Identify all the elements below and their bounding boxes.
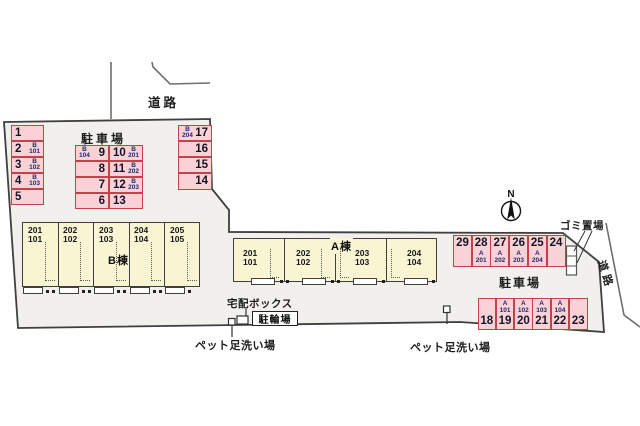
building-a-name: A棟	[330, 238, 353, 254]
entry-mark	[188, 289, 192, 293]
entry-mark	[286, 280, 289, 283]
stairs-dotted	[391, 249, 400, 278]
entrance-rect	[353, 277, 377, 285]
stairs-dotted	[44, 242, 55, 281]
entry-mark	[81, 289, 85, 293]
parking-space-7: 7	[75, 177, 109, 193]
parking-left-label: 駐車場	[81, 132, 127, 146]
pet-wash-marker-1	[227, 317, 236, 337]
building-b-divider	[128, 222, 130, 287]
entrance-rect	[94, 286, 115, 294]
entry-mark	[331, 280, 334, 283]
entry-mark	[432, 280, 435, 283]
entry-mark	[117, 289, 121, 293]
road-line-right	[605, 222, 640, 328]
entry-mark	[382, 280, 385, 283]
building-b-divider	[93, 222, 95, 287]
parking-space-14: 14	[178, 173, 212, 190]
entrance-rect	[58, 286, 79, 294]
pet-wash-label-1: ペット足洗い場	[195, 340, 276, 352]
building-b	[22, 222, 200, 287]
stairs-dotted	[187, 242, 197, 281]
stairs-dotted	[321, 249, 330, 278]
parking-space-16: 16	[178, 141, 212, 157]
building-a-divider	[284, 238, 285, 282]
parking-space-1: 1	[11, 125, 44, 141]
building-b-divider	[57, 222, 59, 287]
entrance-rect	[251, 277, 275, 285]
building-a-divider	[335, 238, 336, 282]
trash-enclosure-icon	[565, 230, 593, 276]
entrance-rect	[165, 286, 186, 294]
stairs-dotted	[270, 249, 279, 278]
entry-mark	[52, 289, 55, 293]
trash-area-label: ゴミ置場	[560, 220, 604, 232]
stairs-dotted	[151, 242, 162, 281]
entrance-rect	[23, 286, 43, 294]
building-b-divider	[164, 222, 166, 287]
parking-space-29: 29	[453, 235, 472, 267]
entry-mark	[337, 280, 340, 283]
pet-wash-marker-2	[442, 305, 451, 324]
stairs-dotted	[340, 249, 349, 278]
pet-wash-label-2: ペット足洗い場	[410, 342, 491, 354]
parking-space-18: 18	[477, 298, 496, 330]
entry-mark	[87, 289, 91, 293]
parking-space-6: 6	[75, 193, 109, 209]
entry-mark	[280, 280, 283, 283]
entry-mark	[46, 289, 49, 293]
entry-mark	[158, 289, 162, 293]
delivery-box-icon	[236, 309, 249, 325]
parking-space-23: 23	[569, 298, 588, 330]
entrance-rect	[404, 277, 428, 285]
north-label: N	[507, 189, 514, 200]
entry-mark	[123, 289, 127, 293]
parking-space-8: 8	[75, 161, 109, 177]
entry-mark	[152, 289, 156, 293]
parking-space-15: 15	[178, 157, 212, 173]
stairs-dotted	[80, 242, 91, 281]
stairs-dotted	[115, 242, 126, 281]
parking-right-label: 駐車場	[499, 276, 542, 290]
road-top-label: 道路	[148, 96, 180, 110]
parking-space-24: 24	[546, 235, 566, 267]
parking-space-5: 5	[11, 189, 44, 205]
bicycle-parking-label: 駐輪場	[252, 311, 298, 326]
road-lines-top	[110, 61, 211, 119]
north-compass-icon	[500, 197, 522, 222]
parking-space-13: 13	[109, 193, 143, 209]
entrance-rect	[302, 277, 326, 285]
delivery-box-label: 宅配ボックス	[227, 298, 293, 310]
entrance-rect	[129, 286, 150, 294]
building-b-name: B棟	[108, 255, 129, 267]
building-a-divider	[386, 238, 387, 282]
